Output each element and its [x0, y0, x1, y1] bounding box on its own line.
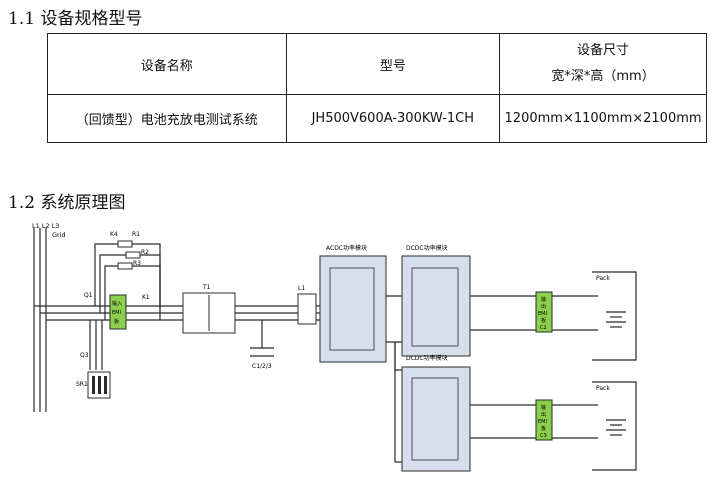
- battery-icon: [606, 419, 626, 436]
- acdc-module-label: ACDC功率模块: [326, 244, 367, 252]
- q1-label: Q1: [84, 292, 93, 299]
- spec-table-header: 设备名称 型号 设备尺寸 宽*深*高（mm）: [47, 33, 707, 95]
- input-emi-text-1: 输入: [112, 300, 122, 307]
- acdc-power-module: [319, 255, 387, 363]
- cell-device-name: （回馈型）电池充放电测试系统: [47, 94, 287, 143]
- header-model: 型号: [285, 33, 501, 95]
- out-emi-top-4: 板: [541, 317, 546, 324]
- header-size-line2: 宽*深*高（mm）: [551, 69, 655, 84]
- inductor-l1: [297, 293, 317, 325]
- spec-table: 设备名称 型号 设备尺寸 宽*深*高（mm） （回馈型）电池充放电测试系统 JH…: [47, 33, 707, 143]
- resistor-r3: [117, 262, 133, 270]
- resistor-r2: [125, 251, 141, 259]
- l1-label: L1: [298, 285, 305, 292]
- out-emi-bottom-4: 板: [541, 425, 546, 432]
- input-emi-board: [109, 294, 127, 330]
- out-emi-top-2: 出: [541, 303, 546, 310]
- cell-size: 1200mm×1100mm×2100mm: [499, 94, 707, 143]
- section-1-1-title: 1.1 设备规格型号: [8, 9, 143, 29]
- input-emi-text-2: EMI: [112, 310, 121, 316]
- resistor-r1: [117, 240, 133, 248]
- table-row: （回馈型）电池充放电测试系统 JH500V600A-300KW-1CH 1200…: [47, 94, 707, 143]
- k4-label: K4: [110, 231, 118, 238]
- phase-labels: L1 L2 L3: [32, 222, 59, 230]
- out-emi-top-c: C2: [540, 325, 547, 331]
- header-size-line1: 设备尺寸: [577, 43, 630, 58]
- out-emi-top-3: EMI: [538, 311, 547, 317]
- output-emi-board-top: [535, 291, 553, 333]
- out-emi-top-1: 输: [541, 296, 546, 303]
- header-size: 设备尺寸 宽*深*高（mm）: [499, 33, 707, 95]
- c123-label: C1/2/3: [252, 363, 272, 370]
- dcdc-bottom-label: DCDC功率模块: [406, 354, 448, 362]
- battery-icon: [606, 311, 626, 328]
- out-emi-bottom-2: 出: [541, 411, 546, 418]
- t1-label: T1: [202, 284, 211, 291]
- pack-bottom-label: Pack: [596, 385, 610, 392]
- pack-top-label: Pack: [596, 275, 610, 282]
- r3-label: R3: [133, 260, 141, 267]
- section-1-2-title: 1.2 系统原理图: [8, 193, 126, 213]
- cell-model: JH500V600A-300KW-1CH: [285, 94, 501, 143]
- dcdc-power-module-bottom: [401, 366, 471, 472]
- out-emi-bottom-c: C3: [540, 433, 547, 439]
- dcdc-power-module-top: [401, 255, 471, 357]
- input-emi-text-3: 板: [114, 318, 119, 325]
- r1-label: R1: [132, 231, 140, 238]
- grid-label: Grid: [52, 231, 66, 239]
- sr1-label: SR1: [76, 381, 88, 388]
- system-schematic-diagram: L1 L2 L3 Grid K4 R1 R2 R3 Q1 输入 EMI 板 K1…: [32, 222, 637, 472]
- header-device-name: 设备名称: [47, 33, 287, 95]
- dcdc-top-label: DCDC功率模块: [406, 244, 448, 252]
- q3-label: Q3: [80, 352, 89, 359]
- out-emi-bottom-1: 输: [541, 404, 546, 411]
- out-emi-bottom-3: EMI: [538, 419, 547, 425]
- output-emi-board-bottom: [535, 399, 553, 441]
- k1-label: K1: [142, 294, 150, 301]
- r2-label: R2: [141, 249, 149, 256]
